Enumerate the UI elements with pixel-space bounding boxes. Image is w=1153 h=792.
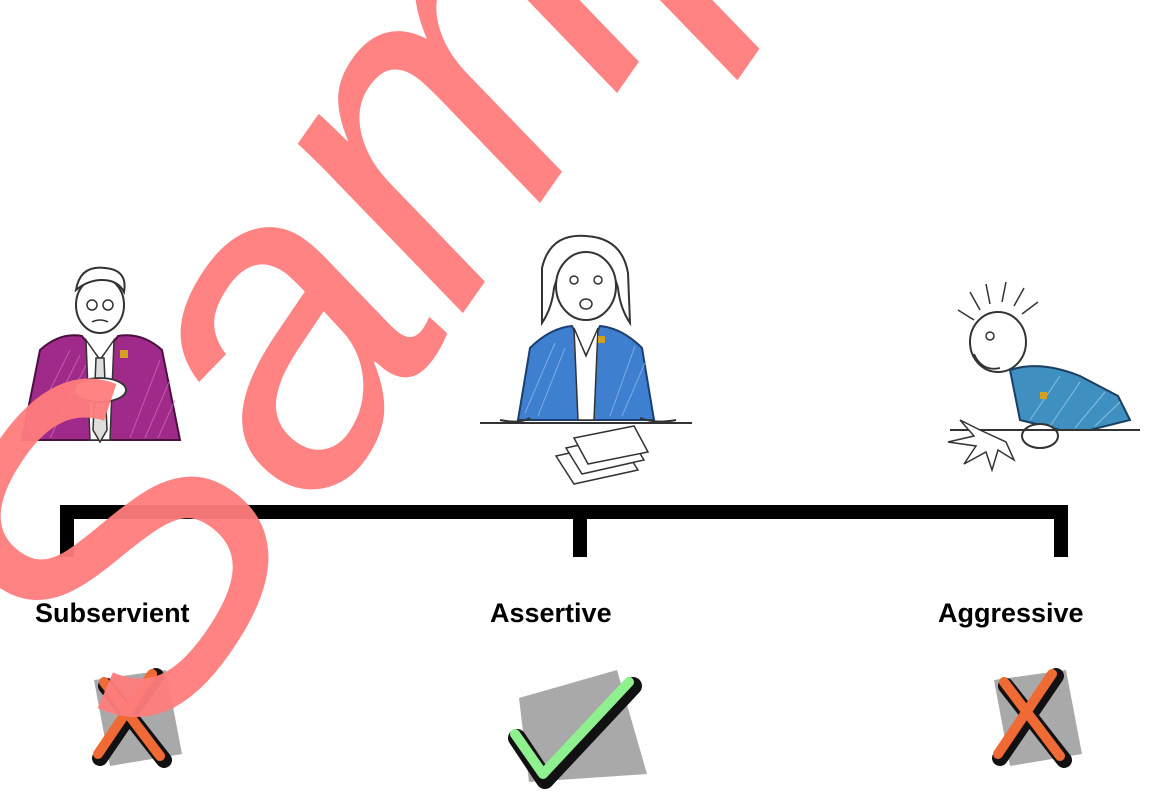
label-subservient: Subservient — [35, 598, 190, 628]
cross-icon — [78, 660, 188, 775]
label-assertive: Assertive — [490, 598, 612, 628]
check-icon — [505, 662, 660, 790]
aggressive-person-illustration — [940, 280, 1145, 475]
assertive-person-illustration — [470, 228, 702, 486]
cross-icon — [978, 660, 1088, 775]
label-aggressive: Aggressive — [938, 598, 1084, 628]
subservient-person-illustration — [10, 250, 195, 465]
